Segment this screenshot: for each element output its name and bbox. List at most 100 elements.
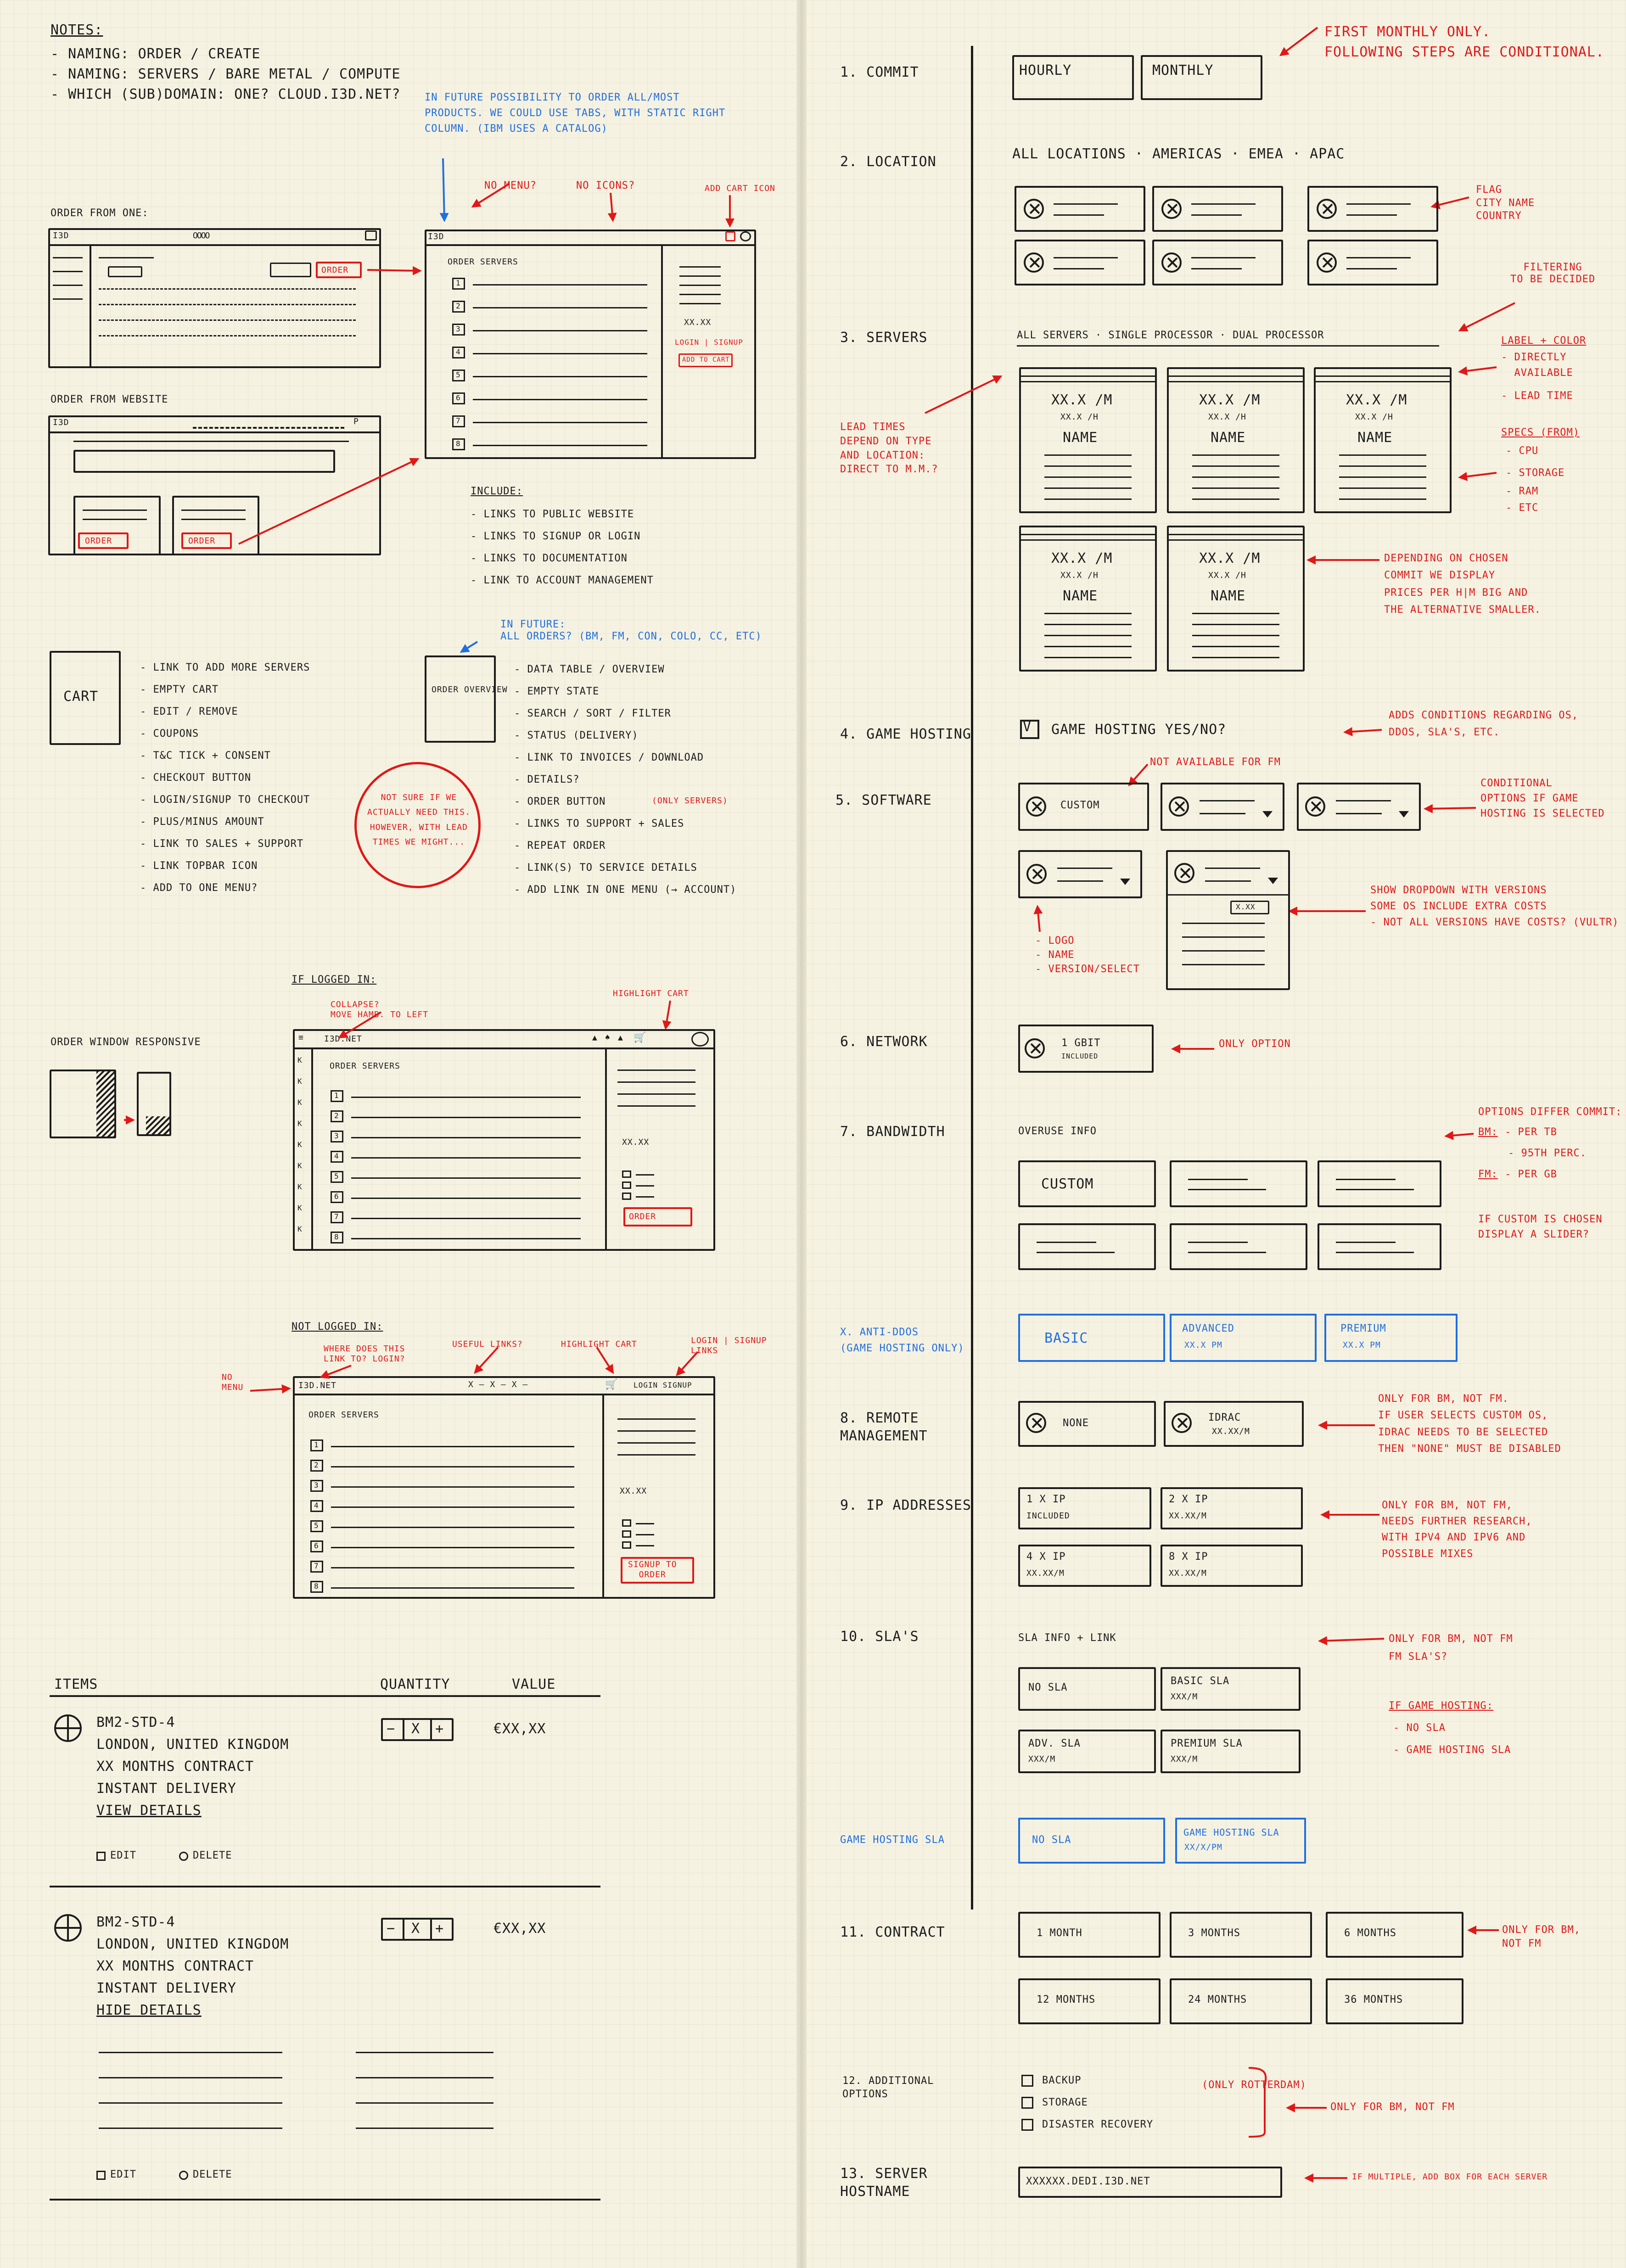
contract-option[interactable] — [1018, 1978, 1161, 2024]
anti-ddos-basic[interactable] — [1018, 1314, 1165, 1362]
step-number-box[interactable] — [331, 1211, 343, 1223]
checkbox[interactable] — [622, 1519, 631, 1527]
location-card[interactable] — [1015, 240, 1145, 286]
checkbox[interactable] — [622, 1193, 631, 1200]
anti-ddos-advanced[interactable] — [1170, 1314, 1317, 1362]
ip-option[interactable] — [1018, 1545, 1151, 1587]
quantity-stepper[interactable] — [381, 1918, 454, 1941]
step-number-box[interactable] — [452, 415, 465, 427]
ip-option[interactable] — [1161, 1487, 1303, 1529]
contract-option[interactable] — [1326, 1912, 1463, 1958]
ip-option[interactable] — [1161, 1545, 1303, 1587]
software-option-card[interactable] — [1018, 850, 1142, 898]
edit-checkbox-icon[interactable] — [96, 2171, 106, 2180]
step-number-box[interactable] — [452, 392, 465, 404]
step-number-box[interactable] — [452, 301, 465, 313]
anti-ddos-premium[interactable] — [1324, 1314, 1458, 1362]
edit-link[interactable]: Edit — [110, 2169, 136, 2180]
location-card[interactable] — [1307, 240, 1438, 286]
account-icon[interactable] — [691, 1032, 709, 1047]
game-hosting-checkbox[interactable] — [1020, 720, 1039, 739]
additional-option-checkbox[interactable] — [1021, 2075, 1033, 2087]
edit-checkbox-icon[interactable] — [96, 1852, 106, 1861]
website-order-button[interactable] — [181, 532, 232, 549]
network-option-1gbit[interactable] — [1018, 1025, 1154, 1073]
login-signup-links[interactable]: Login Signup — [634, 1381, 692, 1389]
contract-option[interactable] — [1170, 1978, 1312, 2024]
step-number-box[interactable] — [331, 1090, 343, 1102]
window-select[interactable] — [108, 266, 142, 277]
server-card[interactable] — [1019, 526, 1157, 672]
step-number-box[interactable] — [310, 1520, 323, 1532]
location-card[interactable] — [1015, 186, 1145, 232]
game-sla-none[interactable] — [1018, 1818, 1165, 1864]
notification-icon[interactable]: ▲ — [592, 1033, 598, 1042]
step-number-box[interactable] — [452, 324, 465, 336]
chevron-down-icon[interactable] — [1399, 811, 1409, 818]
server-card[interactable] — [1019, 367, 1157, 513]
sla-info-link[interactable]: SLA info + link — [1018, 1632, 1116, 1644]
step-number-box[interactable] — [331, 1191, 343, 1203]
bandwidth-option[interactable] — [1170, 1160, 1307, 1207]
software-option-card[interactable] — [1297, 783, 1421, 831]
cart-icon[interactable]: 🛒 — [634, 1032, 647, 1043]
step-number-box[interactable] — [310, 1439, 323, 1451]
nav-links[interactable]: x — x — x — — [468, 1380, 528, 1389]
chevron-down-icon[interactable] — [1120, 879, 1130, 885]
user-icon[interactable]: ▲ — [618, 1033, 623, 1042]
server-card[interactable] — [1167, 367, 1305, 513]
step-number-box[interactable] — [310, 1561, 323, 1573]
minus-button[interactable]: − — [387, 1721, 396, 1737]
step-number-box[interactable] — [310, 1480, 323, 1492]
plus-button[interactable]: + — [435, 1921, 444, 1937]
hostname-input[interactable] — [1018, 2167, 1282, 2198]
step-number-box[interactable] — [331, 1232, 343, 1243]
step-number-box[interactable] — [452, 347, 465, 358]
software-option-expanded[interactable] — [1166, 850, 1290, 990]
delete-link[interactable]: Delete — [193, 1850, 232, 1861]
step-number-box[interactable] — [452, 438, 465, 450]
software-option-card[interactable] — [1161, 783, 1284, 831]
minus-button[interactable]: − — [387, 1921, 396, 1937]
bandwidth-overuse-info[interactable]: Overuse info — [1018, 1126, 1097, 1137]
server-card[interactable] — [1314, 367, 1452, 513]
website-order-button[interactable] — [78, 532, 129, 549]
step-number-box[interactable] — [331, 1110, 343, 1122]
commit-option-monthly[interactable] — [1141, 55, 1262, 100]
step-number-box[interactable] — [452, 278, 465, 290]
cart-item-details-link[interactable]: View details — [96, 1803, 202, 1819]
step-number-box[interactable] — [452, 370, 465, 381]
step-number-box[interactable] — [310, 1460, 323, 1472]
checkbox[interactable] — [622, 1182, 631, 1189]
contract-option[interactable] — [1018, 1912, 1161, 1958]
commit-option-hourly[interactable] — [1012, 55, 1134, 100]
remote-option-none[interactable] — [1018, 1401, 1156, 1447]
order-button[interactable] — [623, 1207, 692, 1226]
game-sla-hosting[interactable] — [1175, 1818, 1306, 1864]
sla-option[interactable] — [1161, 1667, 1301, 1711]
plus-button[interactable]: + — [435, 1721, 444, 1737]
edit-link[interactable]: Edit — [110, 1850, 136, 1861]
sla-option[interactable] — [1018, 1730, 1156, 1773]
remote-option-idrac[interactable] — [1164, 1401, 1304, 1447]
step-number-box[interactable] — [331, 1131, 343, 1142]
bandwidth-option[interactable] — [1318, 1160, 1441, 1207]
server-card[interactable] — [1167, 526, 1305, 672]
version-select[interactable] — [1230, 901, 1269, 914]
additional-option-checkbox[interactable] — [1021, 2097, 1033, 2109]
order-button[interactable] — [316, 262, 362, 278]
location-card[interactable] — [1152, 186, 1283, 232]
cart-item-details-link[interactable]: Hide details — [96, 2002, 202, 2018]
step-number-box[interactable] — [331, 1171, 343, 1183]
signup-to-order-button[interactable] — [621, 1557, 694, 1584]
bandwidth-option[interactable] — [1018, 1160, 1156, 1207]
window-button[interactable] — [270, 263, 311, 277]
server-tabs[interactable]: All servers · Single processor · Dual pr… — [1017, 330, 1324, 341]
step-number-box[interactable] — [310, 1581, 323, 1593]
hamburger-icon[interactable]: ≡ — [298, 1033, 304, 1042]
contract-option[interactable] — [1326, 1978, 1463, 2024]
sla-option[interactable] — [1161, 1730, 1301, 1773]
quantity-stepper[interactable] — [381, 1718, 454, 1741]
ip-option[interactable] — [1018, 1487, 1151, 1529]
chevron-down-icon[interactable] — [1268, 878, 1278, 884]
